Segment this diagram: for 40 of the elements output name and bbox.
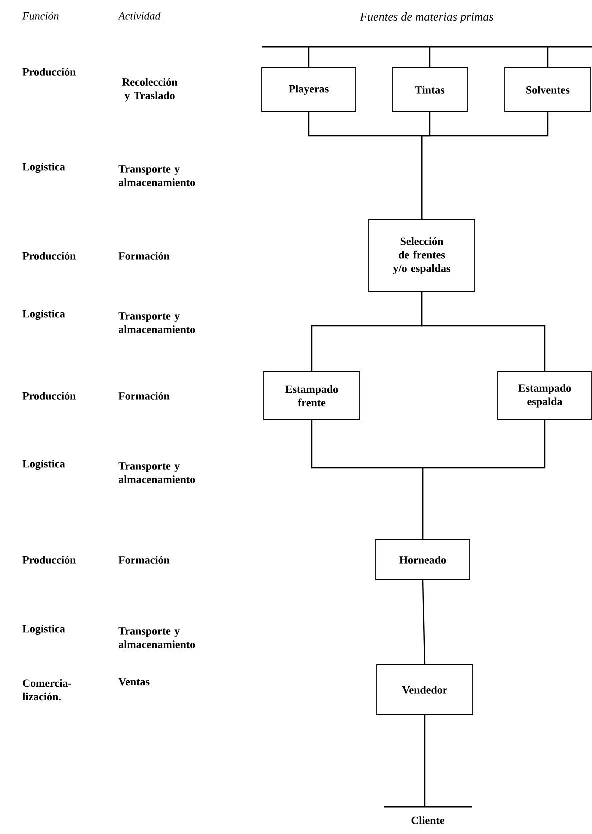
connector <box>421 292 546 372</box>
row-label: Logística <box>22 624 66 636</box>
row-label: Formación <box>118 392 170 400</box>
row-label: Ventas <box>118 678 150 686</box>
connector <box>422 420 546 540</box>
column-header: Actividad <box>118 12 161 22</box>
process-box: Vendedor <box>376 664 474 716</box>
node-label: Fuentes de materias primas <box>360 12 494 24</box>
row-label: Producción <box>22 68 76 76</box>
row-label: Logística <box>22 460 66 470</box>
process-box: Solventes <box>504 68 592 112</box>
row-label: Recolección y Traslado <box>122 78 178 102</box>
row-label: Transporte y almacenamiento <box>118 312 196 334</box>
row-label: Transporte y almacenamiento <box>118 628 196 648</box>
row-label: Transporte y almacenamiento <box>118 462 196 484</box>
row-label: Transporte y almacenamiento <box>118 166 196 186</box>
connector <box>422 580 426 665</box>
node-label: Cliente <box>412 816 445 824</box>
connector <box>424 715 426 807</box>
sink-bar: Cliente <box>384 806 472 824</box>
row-label: Formación <box>118 252 170 260</box>
process-box: Tintas <box>392 68 468 112</box>
row-label: Comercia-lización. <box>22 679 72 701</box>
connector <box>308 47 310 68</box>
row-label: Logística <box>22 162 66 174</box>
process-box: Selección de frentes y/o espaldas <box>368 220 476 292</box>
row-label: Formación <box>118 556 170 564</box>
connector <box>421 112 549 220</box>
process-box: Estampado frente <box>264 372 360 420</box>
row-label: Producción <box>22 392 76 400</box>
process-box: Playeras <box>262 68 356 112</box>
process-box: Horneado <box>376 540 470 580</box>
source-bar: Fuentes de materias primas <box>262 12 592 48</box>
column-header: Función <box>22 12 60 22</box>
row-label: Producción <box>22 252 76 260</box>
row-label: Producción <box>22 556 76 564</box>
connector <box>429 47 431 68</box>
row-label: Logística <box>22 310 66 320</box>
connector <box>547 47 549 68</box>
process-box: Estampado espalda <box>498 372 592 420</box>
